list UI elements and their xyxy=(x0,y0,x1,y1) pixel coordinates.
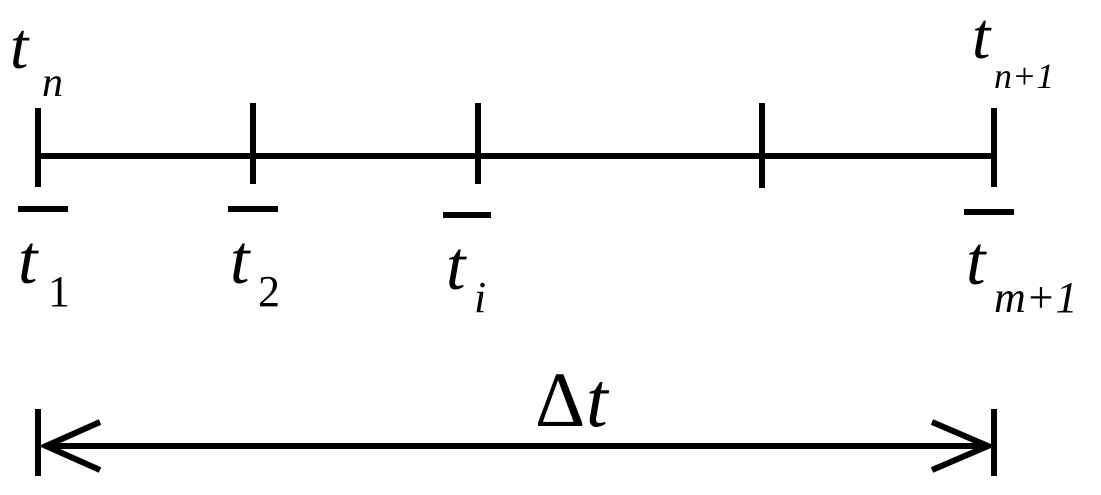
label-tbar-i-base: t xyxy=(446,228,467,305)
label-tbar-2-base: t xyxy=(230,222,251,299)
arrow-right-head xyxy=(930,419,996,473)
label-t-n-plus-1-sub: n+1 xyxy=(994,56,1054,96)
label-delta-symbol: Δ xyxy=(535,356,585,443)
label-t-n: t n xyxy=(10,10,63,106)
label-tbar-i: t i xyxy=(443,212,491,322)
label-tbar-m-plus-1-sub: m+1 xyxy=(994,273,1077,322)
label-t-n-plus-1: t n+1 xyxy=(972,0,1054,96)
label-tbar-2-sub: 2 xyxy=(258,267,280,316)
label-tbar-m-plus-1: t m+1 xyxy=(964,209,1077,322)
label-delta-var: t xyxy=(586,356,610,443)
label-tbar-1: t 1 xyxy=(18,206,70,316)
label-tbar-m-plus-1-base: t xyxy=(966,223,987,300)
label-delta-t: Δ t xyxy=(535,356,610,443)
label-t-n-plus-1-base: t xyxy=(972,0,992,73)
label-tbar-1-sub: 1 xyxy=(48,267,70,316)
label-t-n-sub: n xyxy=(42,60,63,106)
label-tbar-2: t 2 xyxy=(228,206,280,316)
delta-t-arrow xyxy=(35,409,997,476)
arrow-left-head xyxy=(38,419,102,473)
label-tbar-i-sub: i xyxy=(474,273,486,322)
label-t-n-base: t xyxy=(10,10,30,83)
label-tbar-1-base: t xyxy=(18,222,39,299)
